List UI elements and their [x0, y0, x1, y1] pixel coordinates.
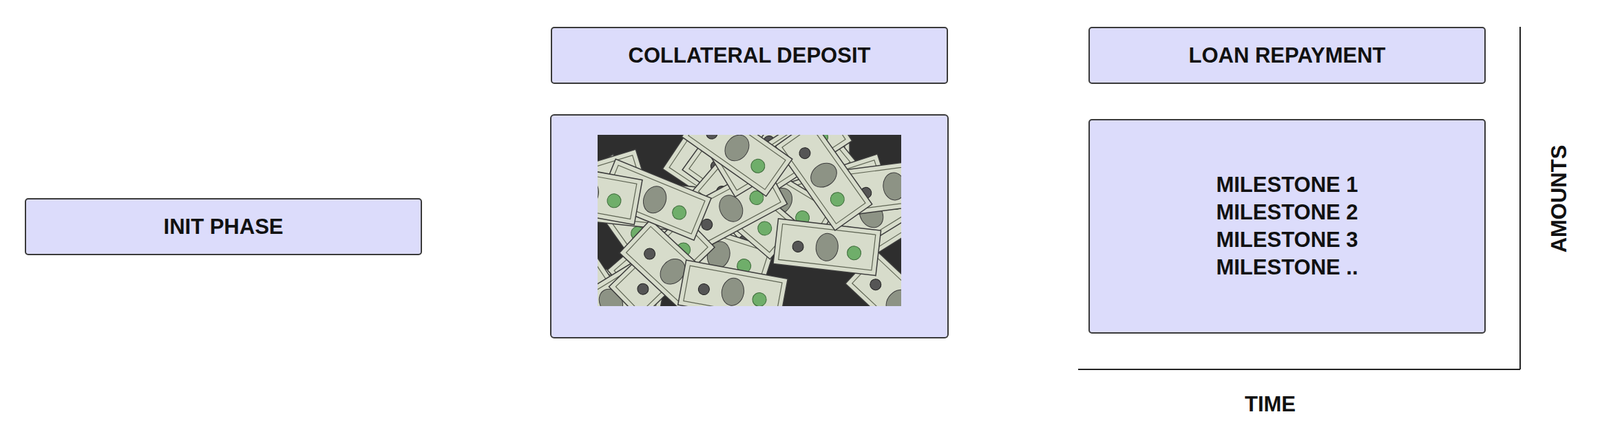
money-illustration — [597, 134, 902, 307]
phase-title: COLLATERAL DEPOSIT — [628, 41, 871, 70]
milestone-text: MILESTONE 2 — [1215, 198, 1358, 227]
phase-box: LOAN REPAYMENT — [1088, 26, 1486, 84]
milestone-box: MILESTONE 1MILESTONE 2MILESTONE 3MILESTO… — [1088, 119, 1486, 334]
time-axis — [1078, 369, 1521, 371]
milestone-text: MILESTONE .. — [1215, 254, 1358, 282]
milestone-text: MILESTONE 3 — [1215, 226, 1358, 255]
phase-box: COLLATERAL DEPOSIT — [550, 26, 949, 84]
amount-axis — [1519, 26, 1521, 370]
phase-title: INIT PHASE — [163, 213, 284, 241]
axis-label: TIME — [1244, 392, 1296, 418]
phase-title: LOAN REPAYMENT — [1188, 41, 1386, 70]
milestone-text: MILESTONE 1 — [1215, 171, 1358, 199]
phase-box: INIT PHASE — [24, 198, 423, 256]
axis-label: AMOUNTS — [1546, 145, 1572, 254]
